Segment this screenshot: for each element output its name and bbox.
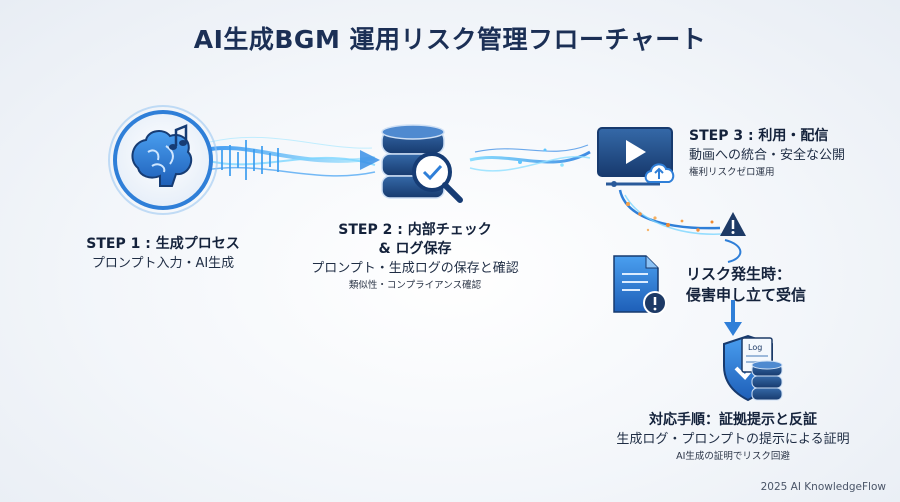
step3-note: 権利リスクゼロ運用 [689,167,775,178]
risk-block: リスク発生時： 侵害申し立て受信 [686,264,836,306]
step2-heading-line1: STEP 2 : 内部チェック [338,222,492,238]
step3-subtitle: 動画への統合・安全な公開 [689,148,846,163]
step1-heading: STEP 1 : 生成プロセス [86,236,240,252]
log-database-icon: Log [741,337,783,401]
flow-stream-2 [469,144,591,172]
response-heading: 対応手順：証拠提示と反証 [649,412,817,428]
flow-stream-1 [204,136,380,180]
response-subtitle: 生成ログ・プロンプトの提示による証明 [616,432,850,447]
brain-music-icon [108,105,218,215]
step2-note: 類似性・コンプライアンス確認 [348,280,482,291]
response-note: AI生成の証明でリスク回避 [676,451,790,462]
risk-heading-line1: リスク発生時： [686,265,792,283]
flow-arrow-down [724,300,742,336]
database-search-icon [381,124,463,203]
document-alert-icon [613,255,667,315]
risk-heading-line2: 侵害申し立て受信 [686,286,807,304]
response-block: 対応手順：証拠提示と反証 生成ログ・プロンプトの提示による証明 AI生成の証明で… [598,411,868,464]
video-upload-icon [597,127,675,187]
step3-block: STEP 3 : 利用・配信 動画への統合・安全な公開 権利リスクゼロ運用 [689,127,889,180]
step2-heading-line2: & ログ保存 [378,241,452,257]
page-title: AI生成BGM 運用リスク管理フローチャート [193,25,707,54]
step1-subtitle: プロンプト入力・AI生成 [91,256,235,271]
step2-subtitle: プロンプト・生成ログの保存と確認 [311,261,519,276]
flow-stream-3 [618,189,742,263]
step3-heading: STEP 3 : 利用・配信 [689,128,829,144]
svg-text:Log: Log [748,343,762,352]
warning-icon [720,212,746,236]
step2-block: STEP 2 : 内部チェック & ログ保存 プロンプト・生成ログの保存と確認 … [300,221,530,293]
step1-block: STEP 1 : 生成プロセス プロンプト入力・AI生成 [68,235,258,273]
footer-credit: 2025 AI KnowledgeFlow [760,481,886,493]
